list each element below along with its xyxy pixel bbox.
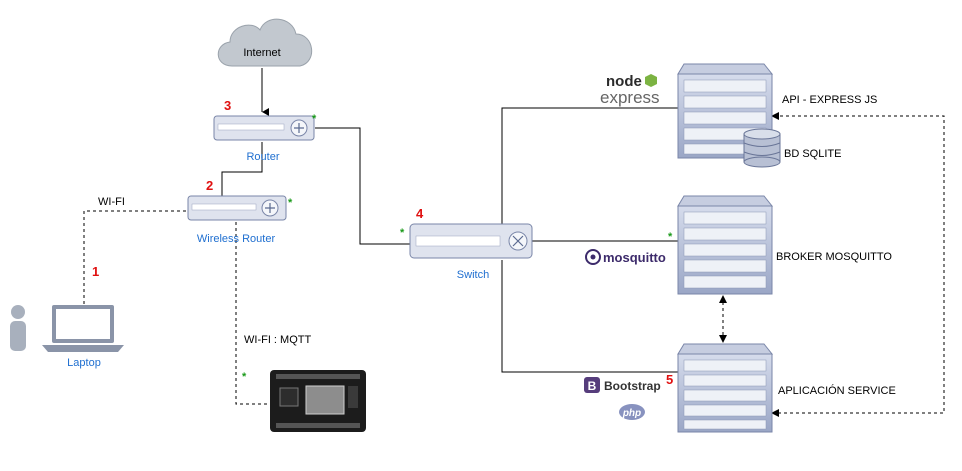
step-1-number: 1 [92, 264, 99, 279]
bootstrap-logo: B Bootstrap [584, 377, 661, 393]
svg-text:B: B [588, 379, 597, 393]
connections [221, 68, 678, 373]
link-app-api [771, 112, 945, 417]
link-router-switch [315, 127, 410, 245]
app-label: APLICACIÓN SERVICE [778, 384, 896, 397]
switch-icon [409, 223, 533, 259]
step-5-number: 5 [666, 372, 673, 387]
wireless-router-icon [187, 195, 287, 221]
link-wifi-laptop [83, 210, 186, 306]
bootstrap-logo-text: Bootstrap [604, 379, 661, 393]
wireless-router-label: Wireless Router [197, 233, 276, 245]
php-logo-text: php [622, 408, 641, 419]
router-icon [213, 115, 315, 141]
link-router-wireless [221, 142, 263, 198]
link-wifi-mqtt [235, 222, 270, 405]
esp32-star: * [242, 371, 247, 383]
internet-cloud-icon [217, 18, 313, 67]
esp32-board-icon [270, 370, 366, 432]
wireless-router-star: * [288, 197, 293, 209]
laptop-icon [42, 305, 124, 352]
step-4-number: 4 [416, 206, 424, 221]
db-label: BD SQLITE [784, 148, 841, 160]
switch-label: Switch [457, 269, 489, 281]
switch-star: * [400, 227, 405, 239]
wifi-label: WI-FI [98, 196, 125, 208]
express-logo-text: express [600, 88, 660, 107]
server-api-icon [677, 63, 774, 159]
broker-star: * [668, 231, 673, 243]
mosquitto-logo-text: mosquitto [603, 250, 666, 265]
wifi-mqtt-label: WI-FI : MQTT [244, 334, 311, 346]
router-label: Router [246, 151, 279, 163]
internet-label: Internet [243, 47, 280, 59]
dashed-connections [83, 112, 945, 417]
step-2-number: 2 [206, 178, 213, 193]
router-star: * [312, 113, 317, 125]
broker-label: BROKER MOSQUITTO [776, 251, 892, 263]
link-switch-app [501, 260, 678, 373]
mosquitto-logo: mosquitto [585, 249, 666, 265]
database-icon [743, 128, 781, 168]
server-app-icon [677, 343, 774, 433]
server-broker-icon [677, 195, 774, 295]
api-label: API - EXPRESS JS [782, 94, 877, 106]
step-3-number: 3 [224, 98, 231, 113]
laptop-label: Laptop [67, 357, 101, 369]
nodejs-logo: node [606, 73, 657, 90]
node-logo-text: node [606, 73, 642, 90]
user-icon [10, 305, 26, 351]
php-logo: php [619, 404, 645, 420]
link-switch-api [501, 107, 678, 224]
